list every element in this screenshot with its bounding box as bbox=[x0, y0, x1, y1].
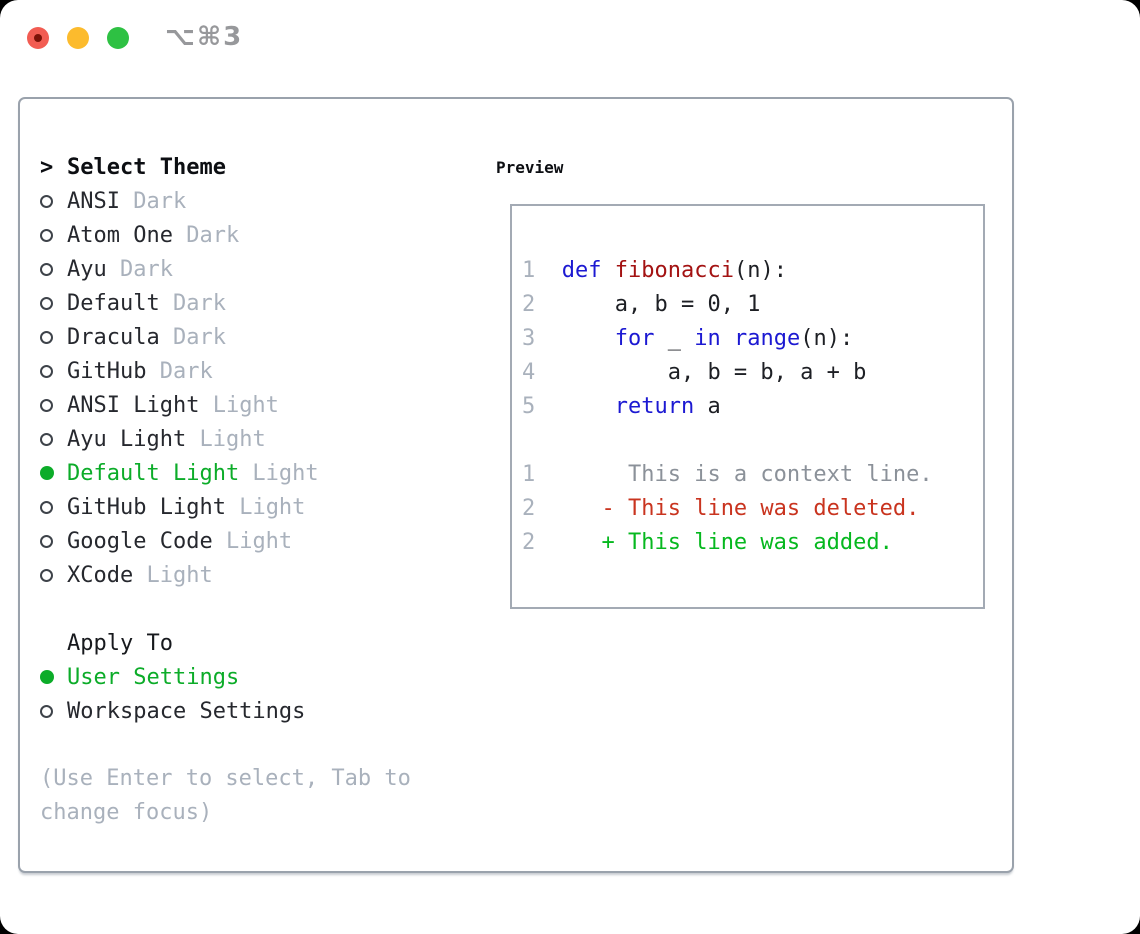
theme-label: XCode Light bbox=[67, 562, 213, 588]
theme-option-atom-one[interactable]: Atom One Dark bbox=[40, 218, 490, 252]
theme-label: Default Dark bbox=[67, 290, 226, 316]
preview-header: Preview bbox=[496, 157, 564, 177]
theme-option-ayu-light[interactable]: Ayu Light Light bbox=[40, 422, 490, 456]
apply-option-label: Workspace Settings bbox=[67, 698, 306, 724]
zoom-button[interactable] bbox=[107, 27, 129, 49]
select-theme-header: > Select Theme bbox=[40, 150, 490, 184]
preview-box: 1 def fibonacci(n): 2 a, b = 0, 1 3 for _ … bbox=[510, 204, 985, 609]
preview-line: 2 a, b = 0, 1 bbox=[522, 292, 761, 317]
spacer bbox=[40, 728, 490, 762]
select-theme-title: Select Theme bbox=[67, 154, 226, 180]
focus-prompt-icon: > bbox=[40, 154, 54, 180]
theme-option-ayu[interactable]: Ayu Dark bbox=[40, 252, 490, 286]
theme-label: Ayu Light Light bbox=[67, 426, 266, 452]
help-text: (Use Enter to select, Tab to change focu… bbox=[40, 766, 411, 825]
apply-to-header-row: Apply To bbox=[40, 626, 490, 660]
preview-code: 1 def fibonacci(n): 2 a, b = 0, 1 3 for _ … bbox=[522, 254, 983, 560]
theme-option-ansi[interactable]: ANSI Dark bbox=[40, 184, 490, 218]
radio-selected-icon bbox=[40, 466, 67, 480]
theme-option-github[interactable]: GitHub Dark bbox=[40, 354, 490, 388]
radio-icon bbox=[40, 364, 67, 378]
theme-label: Ayu Dark bbox=[67, 256, 173, 282]
theme-label: Dracula Dark bbox=[67, 324, 226, 350]
theme-option-ansi-light[interactable]: ANSI Light Light bbox=[40, 388, 490, 422]
close-button[interactable] bbox=[27, 27, 49, 49]
theme-label: Atom One Dark bbox=[67, 222, 240, 248]
theme-option-xcode[interactable]: XCode Light bbox=[40, 558, 490, 592]
theme-option-google-code[interactable]: Google Code Light bbox=[40, 524, 490, 558]
theme-label: GitHub Dark bbox=[67, 358, 213, 384]
preview-line: 1 def fibonacci(n): bbox=[522, 258, 787, 283]
preview-line: 4 a, b = b, a + b bbox=[522, 360, 867, 385]
radio-icon bbox=[40, 262, 67, 276]
preview-line bbox=[522, 424, 983, 458]
apply-to-title: Apply To bbox=[67, 630, 173, 656]
minimize-button[interactable] bbox=[67, 27, 89, 49]
radio-icon bbox=[40, 704, 67, 718]
preview-section: Preview 1 def fibonacci(n): 2 a, b = 0, 1… bbox=[496, 150, 996, 609]
theme-label: Default Light Light bbox=[67, 460, 319, 486]
radio-icon bbox=[40, 534, 67, 548]
close-dot-icon bbox=[34, 34, 42, 42]
radio-icon bbox=[40, 228, 67, 242]
preview-line: 3 for _ in range(n): bbox=[522, 326, 854, 351]
preview-line: 1 This is a context line. bbox=[522, 462, 933, 487]
theme-label: ANSI Dark bbox=[67, 188, 187, 214]
apply-option-workspace-settings[interactable]: Workspace Settings bbox=[40, 694, 490, 728]
theme-label: Google Code Light bbox=[67, 528, 293, 554]
radio-icon bbox=[40, 330, 67, 344]
radio-icon bbox=[40, 568, 67, 582]
theme-option-default[interactable]: Default Dark bbox=[40, 286, 490, 320]
theme-label: ANSI Light Light bbox=[67, 392, 279, 418]
preview-line: 5 return a bbox=[522, 394, 721, 419]
radio-icon bbox=[40, 296, 67, 310]
radio-icon bbox=[40, 500, 67, 514]
theme-option-github-light[interactable]: GitHub Light Light bbox=[40, 490, 490, 524]
titlebar: ⌥⌘3 bbox=[0, 0, 1140, 76]
apply-option-user-settings[interactable]: User Settings bbox=[40, 660, 490, 694]
window-title: ⌥⌘3 bbox=[165, 22, 244, 52]
preview-line: 2 - This line was deleted. bbox=[522, 496, 920, 521]
spacer bbox=[40, 592, 490, 626]
theme-label: GitHub Light Light bbox=[67, 494, 306, 520]
radio-icon bbox=[40, 398, 67, 412]
radio-icon bbox=[40, 194, 67, 208]
apply-option-label: User Settings bbox=[67, 664, 240, 690]
theme-option-default-light[interactable]: Default Light Light bbox=[40, 456, 490, 490]
preview-line: 2 + This line was added. bbox=[522, 530, 893, 555]
theme-option-dracula[interactable]: Dracula Dark bbox=[40, 320, 490, 354]
radio-selected-icon bbox=[40, 670, 67, 684]
radio-icon bbox=[40, 432, 67, 446]
